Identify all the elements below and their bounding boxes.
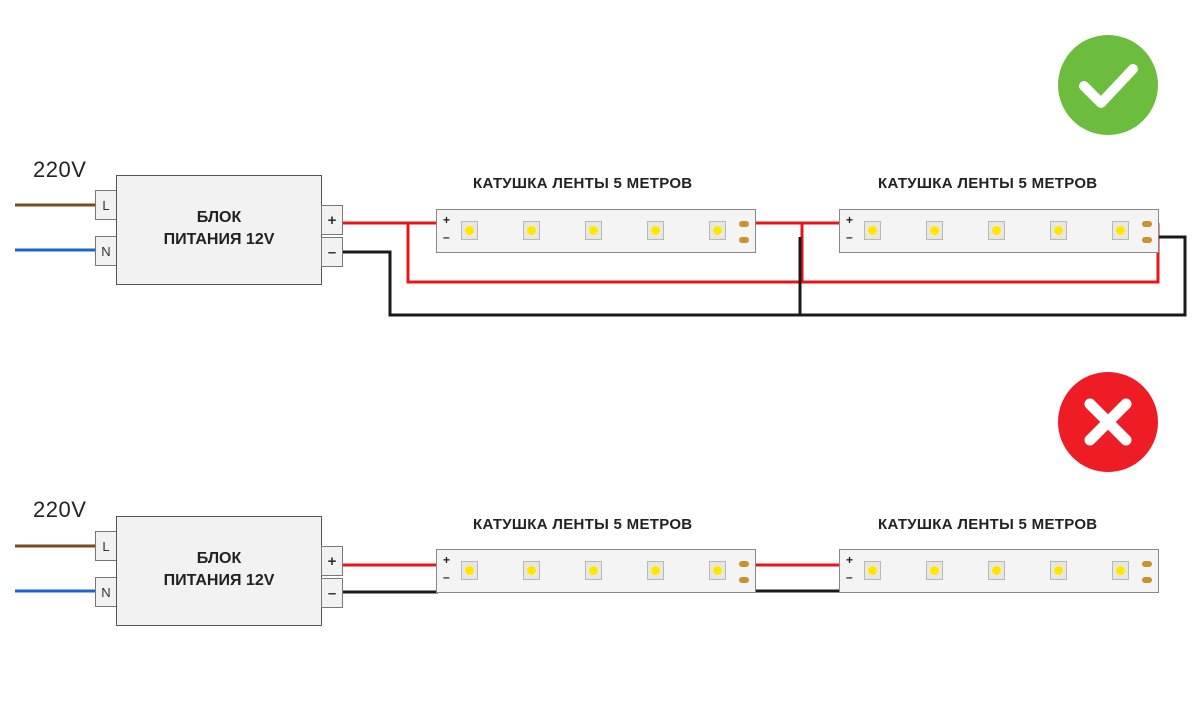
solder-pad	[739, 237, 749, 243]
led-chip	[864, 221, 881, 240]
psu-label-line2: ПИТАНИЯ 12V	[163, 231, 275, 248]
strip-minus-label: –	[443, 230, 450, 244]
led-strip: + –	[839, 209, 1159, 253]
led-chip	[864, 561, 881, 580]
led-chip	[926, 561, 943, 580]
terminal-n: N	[95, 577, 117, 607]
strip-minus-label: –	[443, 570, 450, 584]
solder-pad	[1142, 237, 1152, 243]
strip-plus-label: +	[846, 213, 854, 227]
psu-label-line1: БЛОК	[196, 209, 242, 226]
led-chip	[585, 561, 602, 580]
led-chip	[1112, 221, 1129, 240]
led-chip	[647, 221, 664, 240]
terminal-minus: –	[321, 237, 343, 267]
check-icon	[1058, 35, 1158, 135]
terminal-l: L	[95, 190, 117, 220]
psu-label-line2: ПИТАНИЯ 12V	[163, 572, 275, 589]
led-chip	[647, 561, 664, 580]
led-strip: + –	[436, 209, 756, 253]
led-chip	[461, 561, 478, 580]
terminal-plus: +	[321, 546, 343, 576]
solder-pad	[1142, 221, 1152, 227]
led-strip: + –	[839, 549, 1159, 593]
led-chip	[1050, 561, 1067, 580]
terminal-minus: –	[321, 578, 343, 608]
led-chip	[523, 221, 540, 240]
solder-pad	[739, 561, 749, 567]
power-supply: БЛОК ПИТАНИЯ 12V	[116, 175, 322, 285]
terminal-plus: +	[321, 205, 343, 235]
strip-title: КАТУШКА ЛЕНТЫ 5 МЕТРОВ	[473, 516, 693, 533]
led-strip: + –	[436, 549, 756, 593]
strip-minus-label: –	[846, 230, 853, 244]
led-chip	[926, 221, 943, 240]
led-chip	[585, 221, 602, 240]
psu-label-line1: БЛОК	[196, 550, 242, 567]
strip-plus-label: +	[846, 553, 854, 567]
strip-title: КАТУШКА ЛЕНТЫ 5 МЕТРОВ	[878, 516, 1098, 533]
led-chip	[988, 221, 1005, 240]
led-chip	[461, 221, 478, 240]
strip-title: КАТУШКА ЛЕНТЫ 5 МЕТРОВ	[473, 175, 693, 192]
led-chip	[1112, 561, 1129, 580]
solder-pad	[739, 221, 749, 227]
solder-pad	[1142, 577, 1152, 583]
voltage-label: 220V	[33, 497, 87, 522]
led-chip	[988, 561, 1005, 580]
led-chip	[709, 561, 726, 580]
strip-minus-label: –	[846, 570, 853, 584]
led-chip	[523, 561, 540, 580]
strip-plus-label: +	[443, 553, 451, 567]
led-chip	[1050, 221, 1067, 240]
solder-pad	[739, 577, 749, 583]
cross-icon	[1058, 372, 1158, 472]
voltage-label: 220V	[33, 157, 87, 182]
strip-title: КАТУШКА ЛЕНТЫ 5 МЕТРОВ	[878, 175, 1098, 192]
strip-plus-label: +	[443, 213, 451, 227]
terminal-l: L	[95, 531, 117, 561]
led-chip	[709, 221, 726, 240]
negative-bus-wire	[343, 235, 1187, 317]
terminal-n: N	[95, 236, 117, 266]
solder-pad	[1142, 561, 1152, 567]
power-supply: БЛОК ПИТАНИЯ 12V	[116, 516, 322, 626]
